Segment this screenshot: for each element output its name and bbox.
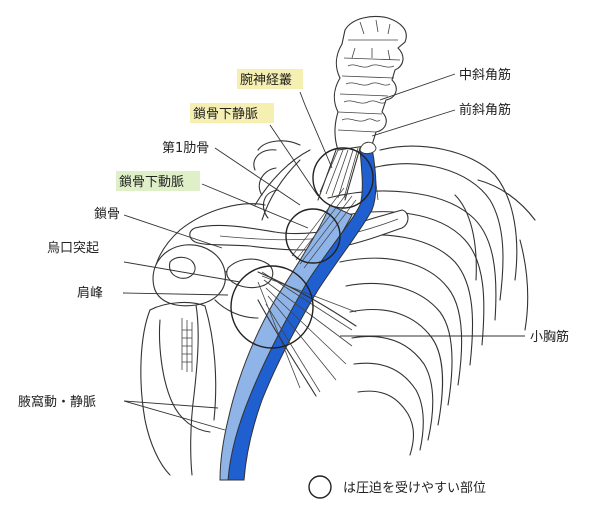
label-anterior-scalene: 前斜角筋 bbox=[459, 102, 511, 118]
label-subclavian-vein: 鎖骨下静脈 bbox=[193, 106, 258, 122]
legend: は圧迫を受けやすい部位 bbox=[308, 475, 486, 499]
labels: 腕神経叢 中斜角筋 鎖骨下静脈 前斜角筋 第1肋骨 鎖骨下動脈 鎖骨 烏口突起 … bbox=[18, 67, 569, 410]
shoulder-bones bbox=[140, 203, 266, 476]
compression-circle-costoclavicular bbox=[285, 208, 341, 264]
legend-circle-icon bbox=[308, 475, 332, 499]
pectoralis-minor bbox=[257, 271, 357, 397]
coracoid-process bbox=[226, 258, 274, 289]
label-middle-scalene: 中斜角筋 bbox=[459, 67, 511, 83]
label-coracoid: 烏口突起 bbox=[47, 240, 99, 256]
label-subclavian-artery: 鎖骨下動脈 bbox=[119, 174, 184, 190]
label-acromion: 肩峰 bbox=[77, 285, 103, 301]
brachial-plexus-band bbox=[291, 187, 357, 269]
clavicle bbox=[189, 209, 409, 251]
scalene-muscles bbox=[317, 147, 379, 201]
leader-lines bbox=[122, 73, 525, 431]
label-first-rib: 第1肋骨 bbox=[162, 141, 209, 156]
label-axillary: 腋窩動・静脈 bbox=[18, 394, 96, 410]
rib-cage bbox=[253, 140, 536, 456]
legend-text: は圧迫を受けやすい部位 bbox=[343, 481, 486, 496]
label-clavicle: 鎖骨 bbox=[94, 206, 120, 222]
label-brachial-plexus: 腕神経叢 bbox=[240, 72, 292, 88]
compression-circle-pectoralis bbox=[230, 265, 314, 349]
label-pectoralis-minor: 小胸筋 bbox=[530, 329, 569, 345]
compression-circle-scalene bbox=[312, 147, 374, 209]
cervical-spine bbox=[333, 15, 407, 151]
compression-circles bbox=[230, 147, 374, 349]
vessels bbox=[219, 141, 377, 481]
subclavian-artery bbox=[227, 147, 377, 481]
